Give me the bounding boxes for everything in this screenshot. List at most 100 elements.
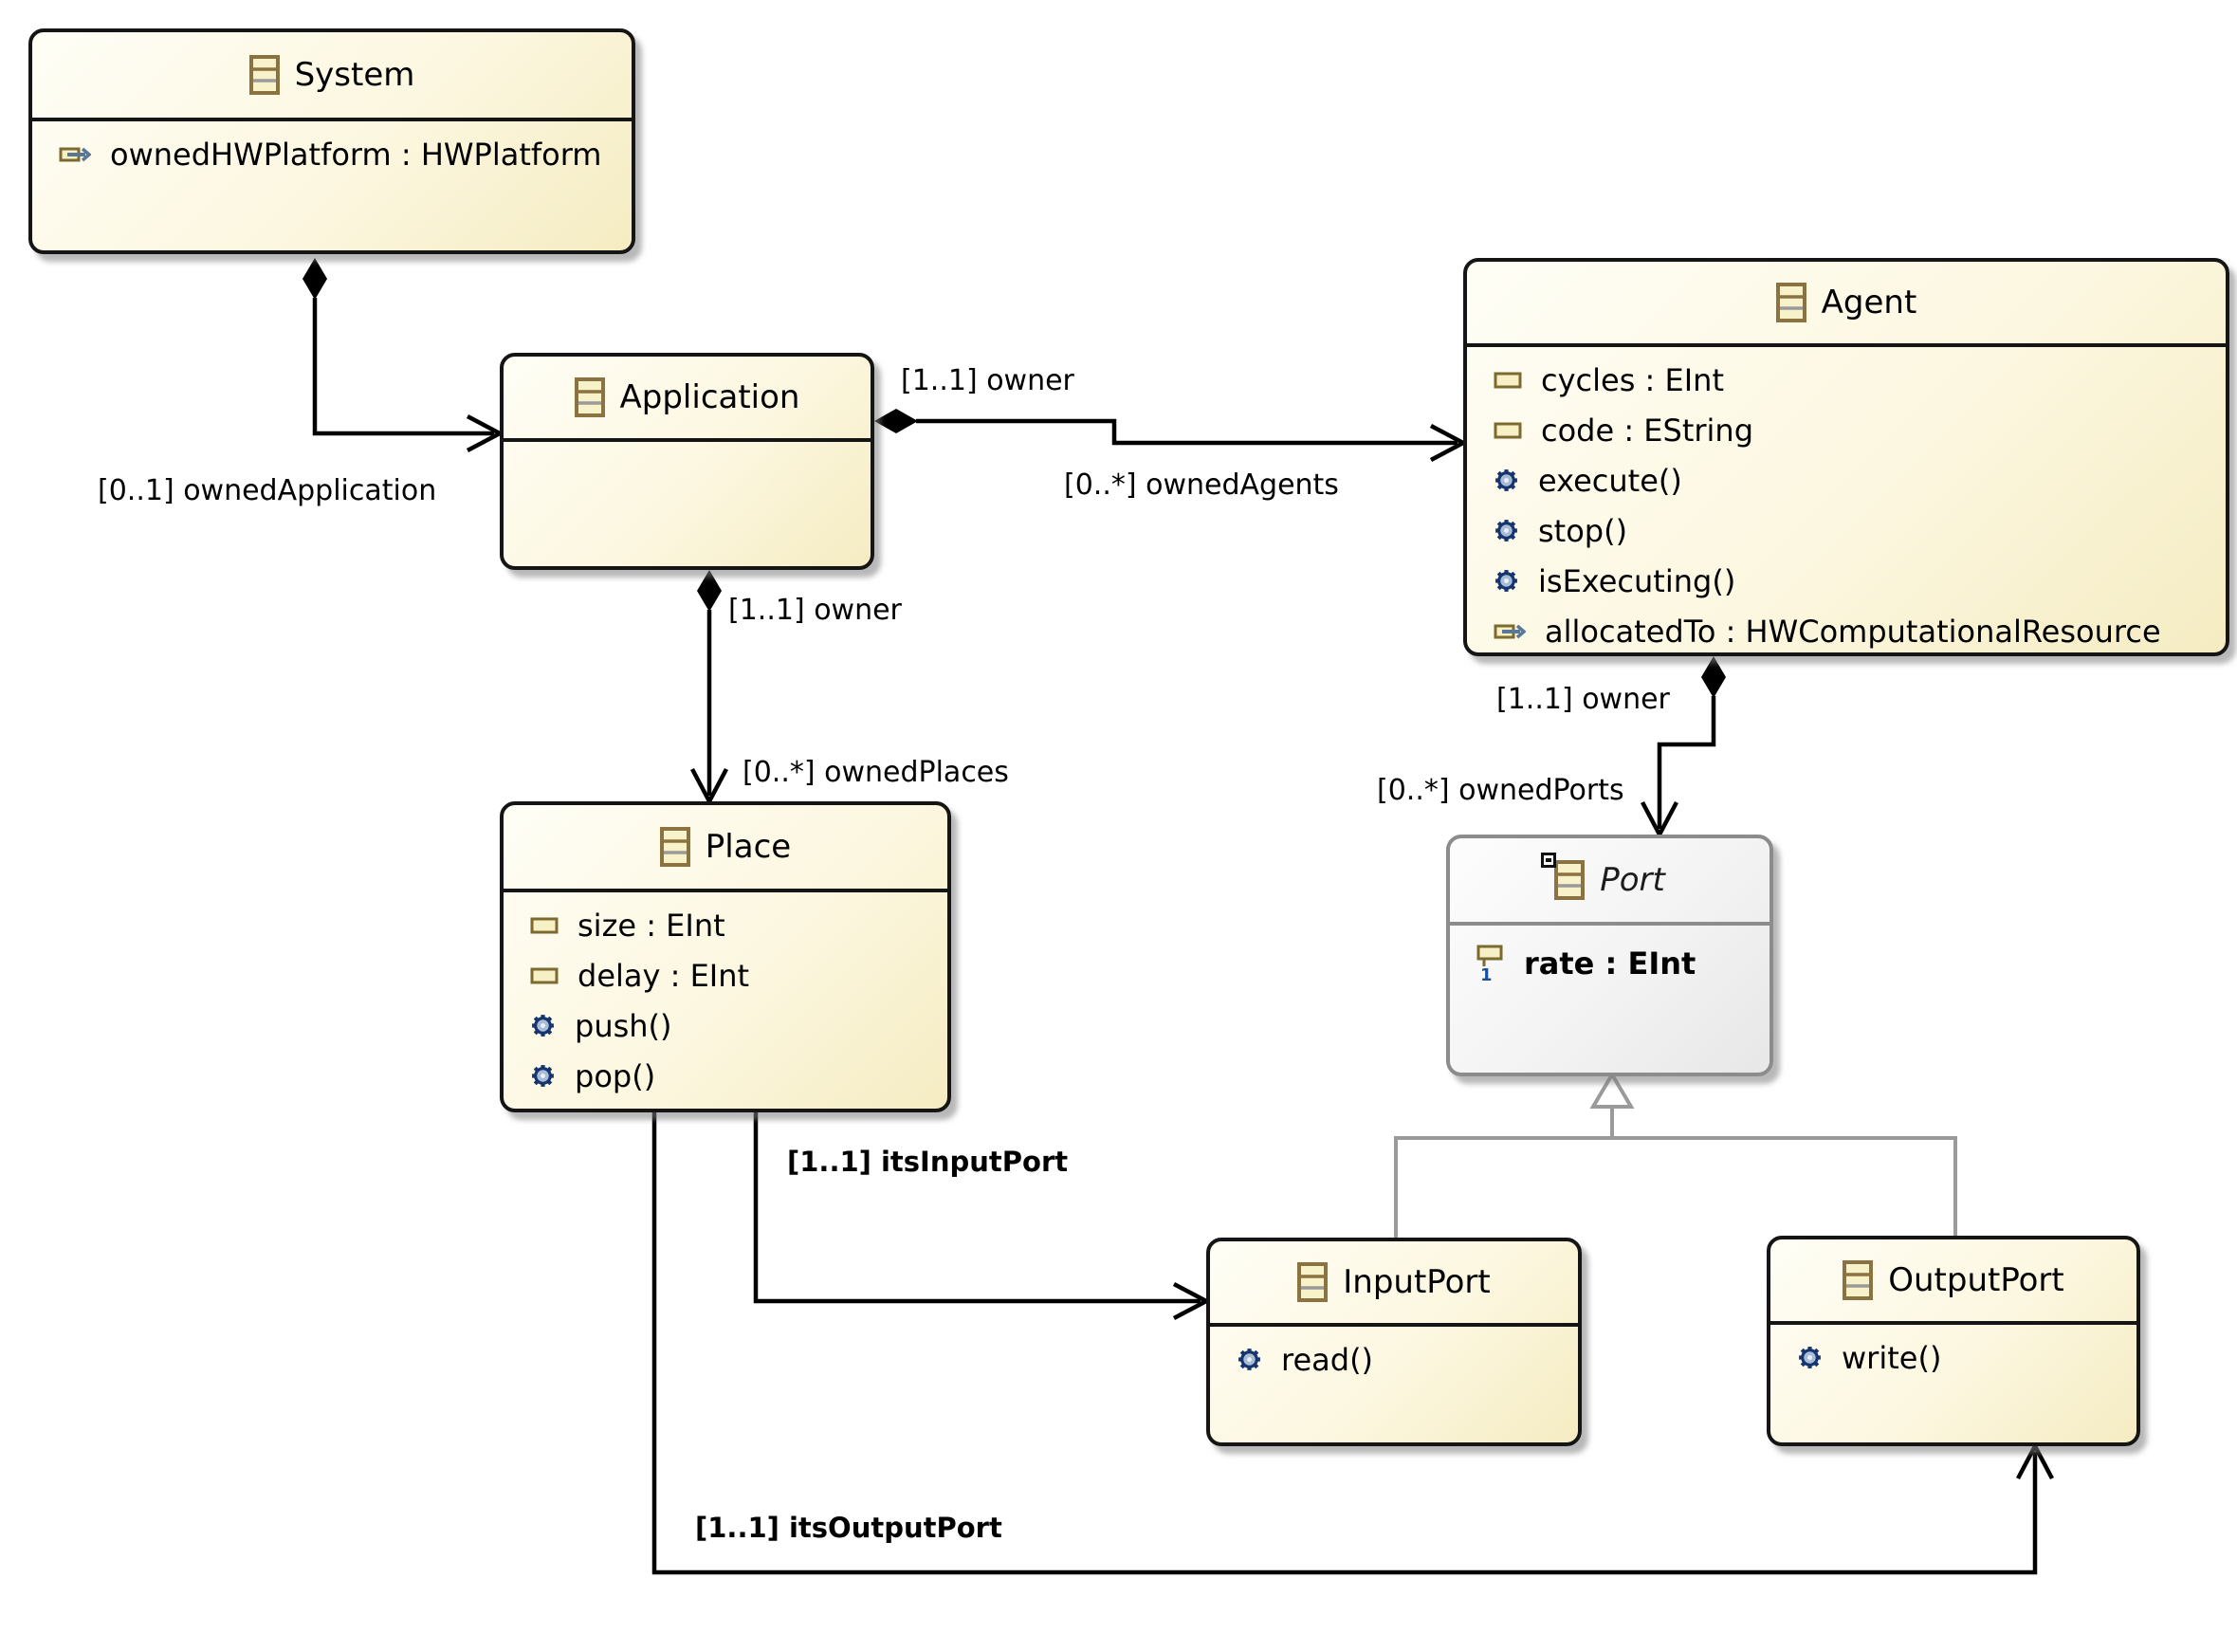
abstract-class-badge-icon: [1541, 853, 1557, 868]
class-name: Port: [1600, 861, 1665, 899]
operation-icon: [1495, 520, 1517, 541]
member-row[interactable]: 1 write(): [1770, 1332, 2136, 1383]
member-label: stop(): [1538, 512, 1628, 549]
member-label: ownedHWPlatform : HWPlatform: [110, 136, 602, 173]
class-icon: [1297, 1262, 1329, 1302]
svg-text:1: 1: [1480, 965, 1493, 982]
member-row[interactable]: 1 execute(): [1467, 455, 2226, 505]
operation-icon: [1799, 1347, 1821, 1368]
label-its-output-port[interactable]: [1..1] itsOutputPort: [695, 1512, 1002, 1544]
class-icon: [574, 377, 605, 417]
member-label: rate : EInt: [1524, 945, 1696, 982]
composition-diamond-icon: [1701, 656, 1726, 698]
member-row[interactable]: 1 ownedHWPlatform : HWPlatform: [32, 129, 632, 179]
label-owner-ports[interactable]: [1..1] owner: [1496, 683, 1670, 716]
generalization-triangle-icon: [1589, 1071, 1635, 1109]
open-arrowhead-icon: [2016, 1441, 2054, 1480]
class-icon: [1843, 1260, 1874, 1300]
member-row[interactable]: 1 pop(): [504, 1051, 947, 1101]
label-owned-ports[interactable]: [0..*] ownedPorts: [1377, 774, 1624, 807]
class-place-members: 1 size : EInt 1 delay : EInt 1 push(): [504, 892, 947, 1101]
class-application-members: [504, 442, 871, 450]
composition-diamond-icon: [303, 258, 327, 300]
member-row[interactable]: 1 rate : EInt: [1450, 933, 1769, 994]
class-outputport-title: OutputPort: [1770, 1239, 2136, 1325]
reference-icon: [1494, 624, 1526, 638]
member-label: allocatedTo : HWComputationalResource: [1545, 613, 2161, 650]
class-name: Application: [619, 378, 800, 416]
edge-its-output-port[interactable]: [651, 1112, 2054, 1575]
member-label: isExecuting(): [1538, 562, 1736, 599]
label-owned-application[interactable]: [0..1] ownedApplication: [98, 474, 437, 507]
class-name: System: [294, 56, 415, 94]
member-row[interactable]: 1 push(): [504, 1000, 947, 1051]
reference-icon: [59, 147, 91, 161]
class-agent-members: 1 cycles : EInt 1 code : EString 1 execu…: [1467, 347, 2226, 652]
class-system[interactable]: System 1 ownedHWPlatform : HWPlatform: [28, 28, 635, 254]
label-owner-agents[interactable]: [1..1] owner: [901, 364, 1074, 397]
edge-generalization-ports[interactable]: [1394, 1071, 1957, 1238]
operation-icon: [1495, 570, 1517, 592]
class-icon: [1541, 853, 1586, 900]
class-outputport-members: 1 write(): [1770, 1325, 2136, 1383]
member-row[interactable]: 1 allocatedTo : HWComputationalResource: [1467, 606, 2226, 652]
class-agent[interactable]: Agent 1 cycles : EInt 1 code : EString: [1463, 258, 2229, 656]
class-system-title: System: [32, 32, 632, 121]
class-name: OutputPort: [1888, 1261, 2064, 1299]
operation-icon: [532, 1015, 554, 1037]
class-port-members: 1 rate : EInt: [1450, 926, 1769, 994]
class-name: Agent: [1821, 284, 1917, 321]
label-owner-places[interactable]: [1..1] owner: [728, 594, 902, 627]
label-owned-agents[interactable]: [0..*] ownedAgents: [1064, 468, 1339, 502]
class-place-title: Place: [504, 805, 947, 892]
attribute-icon: [1494, 372, 1522, 388]
class-inputport[interactable]: InputPort 1 read(): [1206, 1238, 1582, 1446]
member-label: push(): [575, 1007, 672, 1044]
member-row[interactable]: 1 cycles : EInt: [1467, 355, 2226, 405]
class-application[interactable]: Application: [500, 353, 874, 570]
class-icon: [248, 55, 280, 95]
label-owned-places[interactable]: [0..*] ownedPlaces: [743, 756, 1009, 789]
class-place[interactable]: Place 1 size : EInt 1 delay : EInt: [500, 801, 951, 1112]
class-outputport[interactable]: OutputPort 1 write(): [1767, 1236, 2140, 1446]
member-label: pop(): [575, 1057, 656, 1094]
class-port[interactable]: Port 1 rate : EInt: [1446, 835, 1773, 1076]
member-row[interactable]: 1 code : EString: [1467, 405, 2226, 455]
attribute-icon: [530, 917, 559, 933]
member-label: code : EString: [1541, 412, 1754, 449]
attribute-required-icon: 1: [1476, 945, 1503, 982]
class-icon: [659, 827, 690, 867]
member-row[interactable]: 1 read(): [1210, 1334, 1578, 1385]
class-inputport-title: InputPort: [1210, 1241, 1578, 1327]
member-row[interactable]: 1 stop(): [1467, 505, 2226, 556]
attribute-icon: [530, 967, 559, 983]
member-label: read(): [1281, 1341, 1374, 1378]
class-system-members: 1 ownedHWPlatform : HWPlatform: [32, 121, 632, 179]
operation-icon: [532, 1065, 554, 1087]
operation-icon: [1495, 469, 1517, 491]
composition-diamond-icon: [697, 570, 722, 612]
class-name: InputPort: [1343, 1263, 1491, 1301]
member-label: delay : EInt: [578, 957, 750, 994]
member-label: cycles : EInt: [1541, 361, 1724, 398]
class-port-title: Port: [1450, 838, 1769, 926]
attribute-icon: [1494, 422, 1522, 438]
class-inputport-members: 1 read(): [1210, 1327, 1578, 1385]
member-label: write(): [1842, 1339, 1942, 1376]
edge-owned-places[interactable]: [690, 570, 728, 806]
composition-diamond-icon: [874, 409, 918, 433]
member-row[interactable]: 1 isExecuting(): [1467, 556, 2226, 606]
class-name: Place: [705, 828, 792, 866]
label-its-input-port[interactable]: [1..1] itsInputPort: [787, 1146, 1069, 1178]
edge-its-input-port[interactable]: [753, 1112, 1211, 1320]
class-agent-title: Agent: [1467, 262, 2226, 347]
class-application-title: Application: [504, 357, 871, 442]
edge-owned-application[interactable]: [303, 258, 504, 452]
class-icon: [1775, 283, 1806, 322]
member-row[interactable]: 1 size : EInt: [504, 900, 947, 950]
edge-owned-agents[interactable]: [874, 409, 1468, 462]
member-label: execute(): [1538, 462, 1682, 499]
member-row[interactable]: 1 delay : EInt: [504, 950, 947, 1000]
